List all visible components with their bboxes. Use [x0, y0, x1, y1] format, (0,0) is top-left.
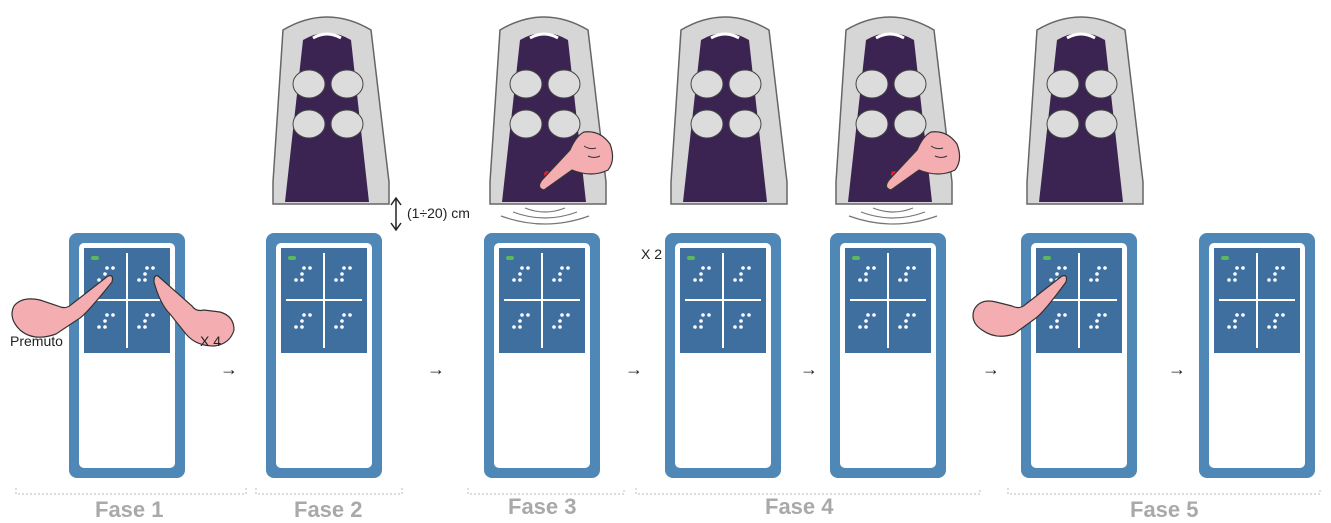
arrow-icon: →	[982, 359, 1000, 379]
keypad-device	[1199, 233, 1315, 478]
signal-waves-icon	[500, 207, 590, 225]
keypad-device	[665, 233, 781, 478]
phase-label: Fase 5	[1130, 497, 1199, 522]
keypad-device	[266, 233, 382, 478]
keypad-device	[830, 233, 946, 478]
double-arrow-icon	[390, 196, 402, 232]
times-four-label: X 4	[200, 333, 222, 349]
signal-waves-icon	[848, 207, 938, 225]
keypad-device	[69, 233, 185, 478]
phase-label: Fase 4	[765, 494, 834, 519]
arrow-icon: →	[800, 359, 818, 379]
remote-control-icon	[669, 15, 789, 206]
arrow-icon: →	[625, 359, 643, 379]
phase-brackets	[15, 488, 1321, 495]
pressed-label: Premuto	[10, 333, 63, 349]
distance-label: (1÷20) cm	[407, 205, 470, 221]
phase-label: Fase 2	[294, 497, 363, 522]
phase-label: Fase 3	[508, 494, 577, 519]
remote-control-icon	[1025, 15, 1145, 206]
keypad-device	[1021, 233, 1137, 478]
phase-label: Fase 1	[95, 497, 164, 522]
pointing-hand-icon	[972, 275, 1068, 337]
keypad-device	[484, 233, 600, 478]
remote-control-icon	[271, 15, 391, 206]
times-two-label: X 2	[641, 246, 663, 262]
arrow-icon: →	[1168, 359, 1186, 379]
arrow-icon: →	[427, 359, 445, 379]
pointing-hand-icon	[153, 275, 235, 347]
pointing-hand-icon	[11, 275, 114, 338]
arrow-icon: →	[220, 359, 238, 379]
